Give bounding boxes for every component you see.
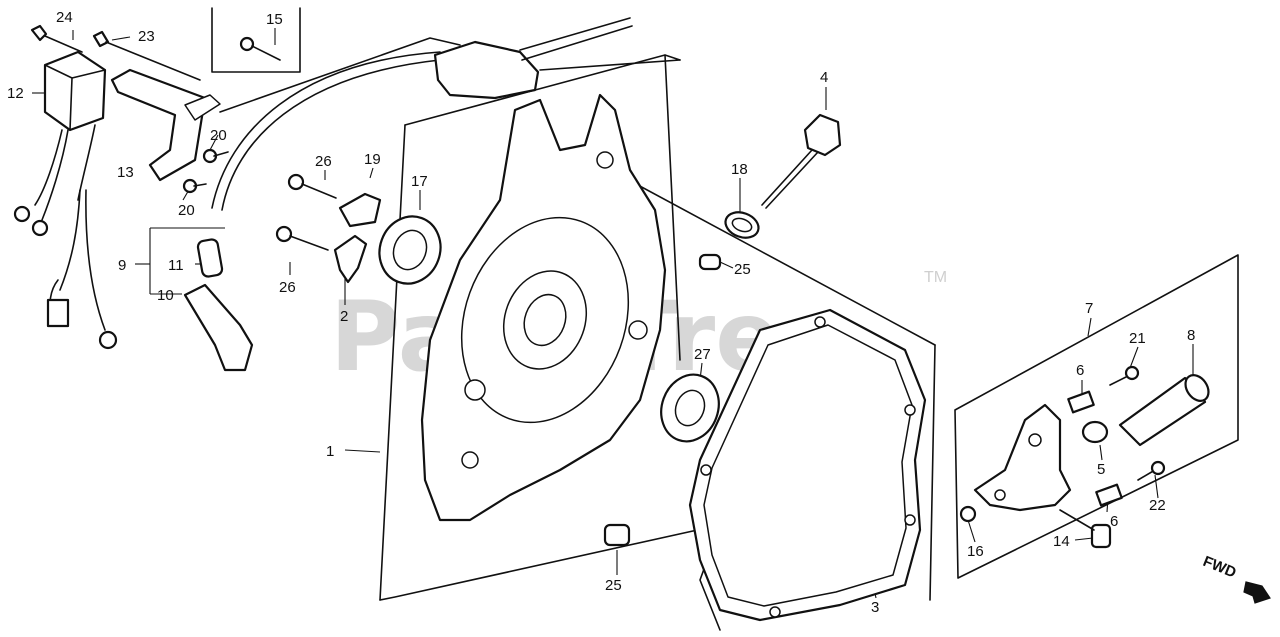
- callout-labels: 1 2 3 4 5 6 6 7 8 9 10 11 12 13 14 15 16…: [7, 9, 1195, 616]
- callout-20-upper: 20: [210, 127, 227, 144]
- callout-6-upper: 6: [1076, 362, 1084, 379]
- callout-19: 19: [364, 151, 381, 168]
- callout-25-upper: 25: [734, 261, 751, 278]
- callout-27: 27: [694, 346, 711, 363]
- callout-25-lower: 25: [605, 577, 622, 594]
- callout-1: 1: [326, 443, 334, 460]
- callout-21: 21: [1129, 330, 1146, 347]
- callout-9: 9: [118, 257, 126, 274]
- callout-8: 8: [1187, 327, 1195, 344]
- callout-15: 15: [266, 11, 283, 28]
- group-outlines: [211, 7, 1239, 631]
- callout-22: 22: [1149, 497, 1166, 514]
- callout-5: 5: [1097, 461, 1105, 478]
- case-gasket: [688, 308, 927, 622]
- watermark-trademark: TM: [924, 269, 947, 286]
- plug-cap-assembly: [183, 17, 633, 372]
- callout-6-lower: 6: [1110, 513, 1118, 530]
- ignition-coil-assembly: [13, 24, 229, 350]
- callout-2: 2: [340, 308, 348, 325]
- callout-14: 14: [1053, 533, 1070, 550]
- callout-26-lower: 26: [279, 279, 296, 296]
- governor-assembly: [959, 365, 1210, 549]
- callout-11: 11: [168, 257, 184, 274]
- callout-20-lower: 20: [178, 202, 195, 219]
- callout-24: 24: [56, 9, 73, 26]
- crankcase-cover: [420, 93, 722, 547]
- fwd-label: FWD: [1201, 553, 1239, 582]
- fwd-indicator: FWD: [1201, 553, 1271, 604]
- callout-26-upper: 26: [315, 153, 332, 170]
- callout-17: 17: [411, 173, 428, 190]
- callout-12: 12: [7, 85, 24, 102]
- callout-16: 16: [967, 543, 984, 560]
- callout-7: 7: [1085, 300, 1093, 317]
- callout-3: 3: [871, 599, 879, 616]
- fwd-arrow-icon: [1243, 581, 1271, 604]
- callout-4: 4: [820, 69, 828, 86]
- callout-13: 13: [117, 164, 134, 181]
- oil-dipstick: [724, 113, 842, 239]
- small-fasteners: [275, 173, 442, 285]
- callout-23: 23: [138, 28, 155, 45]
- callout-18: 18: [731, 161, 748, 178]
- callout-10: 10: [157, 287, 174, 304]
